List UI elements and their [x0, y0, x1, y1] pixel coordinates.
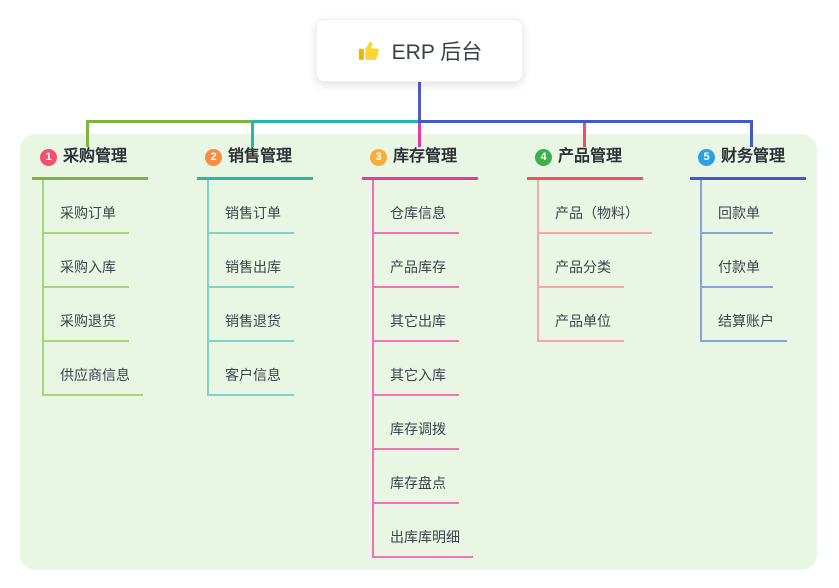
child-label: 销售出库	[225, 259, 281, 275]
child-node[interactable]: 采购入库	[44, 234, 129, 288]
child-label: 仓库信息	[390, 205, 446, 221]
child-node[interactable]: 产品分类	[539, 234, 624, 288]
child-label: 客户信息	[225, 367, 281, 383]
thumbs-up-icon	[357, 38, 382, 63]
branch-label: 采购管理	[63, 148, 128, 165]
branch-5: 5 财务管理回款单付款单结算账户	[690, 146, 806, 342]
branch-2: 2 销售管理销售订单销售出库销售退货客户信息	[197, 146, 313, 396]
child-node[interactable]: 产品（物料）	[539, 180, 652, 234]
branch-3: 3 库存管理仓库信息产品库存其它出库其它入库库存调拨库存盘点出库库明细	[362, 146, 478, 558]
root-node[interactable]: ERP 后台	[316, 19, 523, 82]
child-label: 结算账户	[718, 313, 774, 329]
child-node[interactable]: 采购退货	[44, 288, 129, 342]
child-node[interactable]: 销售退货	[209, 288, 294, 342]
connector-drop	[583, 123, 586, 147]
child-label: 产品单位	[555, 313, 611, 329]
root-label: ERP 后台	[391, 40, 483, 64]
child-node[interactable]: 付款单	[702, 234, 773, 288]
connector-segment	[418, 120, 753, 123]
child-node[interactable]: 其它出库	[374, 288, 459, 342]
root-trunk-line	[418, 82, 421, 123]
child-node[interactable]: 库存盘点	[374, 450, 459, 504]
connector-segment	[251, 120, 421, 123]
child-label: 采购退货	[60, 313, 116, 329]
branch-node[interactable]: 3 库存管理	[362, 146, 478, 180]
branch-number-badge: 4	[535, 148, 552, 166]
child-label: 销售退货	[225, 313, 281, 329]
child-label: 采购入库	[60, 259, 116, 275]
branch-children: 回款单付款单结算账户	[700, 180, 806, 342]
connector-drop	[251, 123, 254, 147]
branch-node[interactable]: 5 财务管理	[690, 146, 806, 180]
branch-label: 销售管理	[228, 148, 293, 165]
child-node[interactable]: 供应商信息	[44, 342, 143, 396]
child-label: 采购订单	[60, 205, 116, 221]
child-label: 其它入库	[390, 367, 446, 383]
child-node[interactable]: 客户信息	[209, 342, 294, 396]
branch-number-badge: 1	[40, 148, 57, 166]
connector-drop	[750, 123, 753, 147]
branch-number-badge: 3	[370, 148, 387, 166]
branch-number-badge: 5	[698, 148, 715, 166]
branch-children: 产品（物料） 产品分类产品单位	[537, 180, 652, 342]
child-label: 出库库明细	[390, 529, 460, 545]
child-label: 产品分类	[555, 259, 611, 275]
child-node[interactable]: 采购订单	[44, 180, 129, 234]
branch-node[interactable]: 2 销售管理	[197, 146, 313, 180]
branch-label: 库存管理	[393, 148, 458, 165]
branch-label: 产品管理	[558, 148, 623, 165]
branches-panel	[20, 134, 817, 570]
connector-drop	[418, 123, 421, 147]
child-node[interactable]: 结算账户	[702, 288, 787, 342]
branch-children: 采购订单采购入库采购退货供应商信息	[42, 180, 148, 396]
branch-number-badge: 2	[205, 148, 222, 166]
child-node[interactable]: 产品库存	[374, 234, 459, 288]
child-node[interactable]: 产品单位	[539, 288, 624, 342]
branch-node[interactable]: 4 产品管理	[527, 146, 643, 180]
child-node[interactable]: 其它入库	[374, 342, 459, 396]
child-label: 库存盘点	[390, 475, 446, 491]
branch-node[interactable]: 1 采购管理	[32, 146, 148, 180]
branch-label: 财务管理	[721, 148, 786, 165]
child-node[interactable]: 库存调拨	[374, 396, 459, 450]
child-label: 产品（物料）	[555, 205, 639, 221]
child-label: 付款单	[718, 259, 760, 275]
child-node[interactable]: 仓库信息	[374, 180, 459, 234]
child-label: 其它出库	[390, 313, 446, 329]
child-label: 销售订单	[225, 205, 281, 221]
child-node[interactable]: 销售出库	[209, 234, 294, 288]
child-label: 回款单	[718, 205, 760, 221]
child-node[interactable]: 销售订单	[209, 180, 294, 234]
child-label: 库存调拨	[390, 421, 446, 437]
child-node[interactable]: 回款单	[702, 180, 773, 234]
child-label: 供应商信息	[60, 367, 130, 383]
child-node[interactable]: 出库库明细	[374, 504, 473, 558]
connector-drop	[86, 123, 89, 147]
branch-1: 1 采购管理采购订单采购入库采购退货供应商信息	[32, 146, 148, 396]
child-label: 产品库存	[390, 259, 446, 275]
branch-children: 销售订单销售出库销售退货客户信息	[207, 180, 313, 396]
branch-4: 4 产品管理产品（物料） 产品分类产品单位	[527, 146, 652, 342]
branch-children: 仓库信息产品库存其它出库其它入库库存调拨库存盘点出库库明细	[372, 180, 478, 558]
connector-segment	[86, 120, 254, 123]
